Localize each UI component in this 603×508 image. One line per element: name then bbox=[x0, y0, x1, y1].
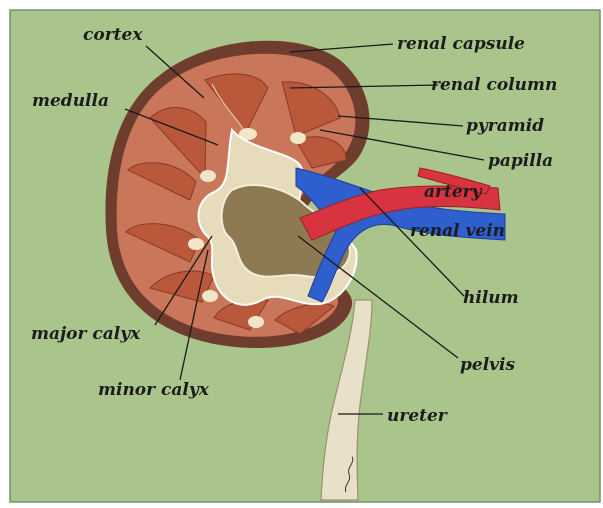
label-renal-capsule: renal capsule bbox=[397, 34, 525, 54]
label-pyramid: pyramid bbox=[466, 116, 544, 136]
label-pelvis: pelvis bbox=[460, 355, 515, 375]
label-papilla: papilla bbox=[488, 151, 553, 171]
label-medulla: medulla bbox=[32, 91, 109, 111]
label-minor-calyx: minor calyx bbox=[98, 380, 210, 400]
label-artery: artery bbox=[424, 182, 483, 202]
label-major-calyx: major calyx bbox=[31, 324, 141, 344]
label-renal-column: renal column bbox=[431, 75, 557, 95]
label-hilum: hilum bbox=[463, 288, 519, 308]
label-cortex: cortex bbox=[83, 25, 143, 45]
label-ureter: ureter bbox=[387, 406, 448, 426]
label-renal-vein: renal vein bbox=[410, 221, 505, 241]
